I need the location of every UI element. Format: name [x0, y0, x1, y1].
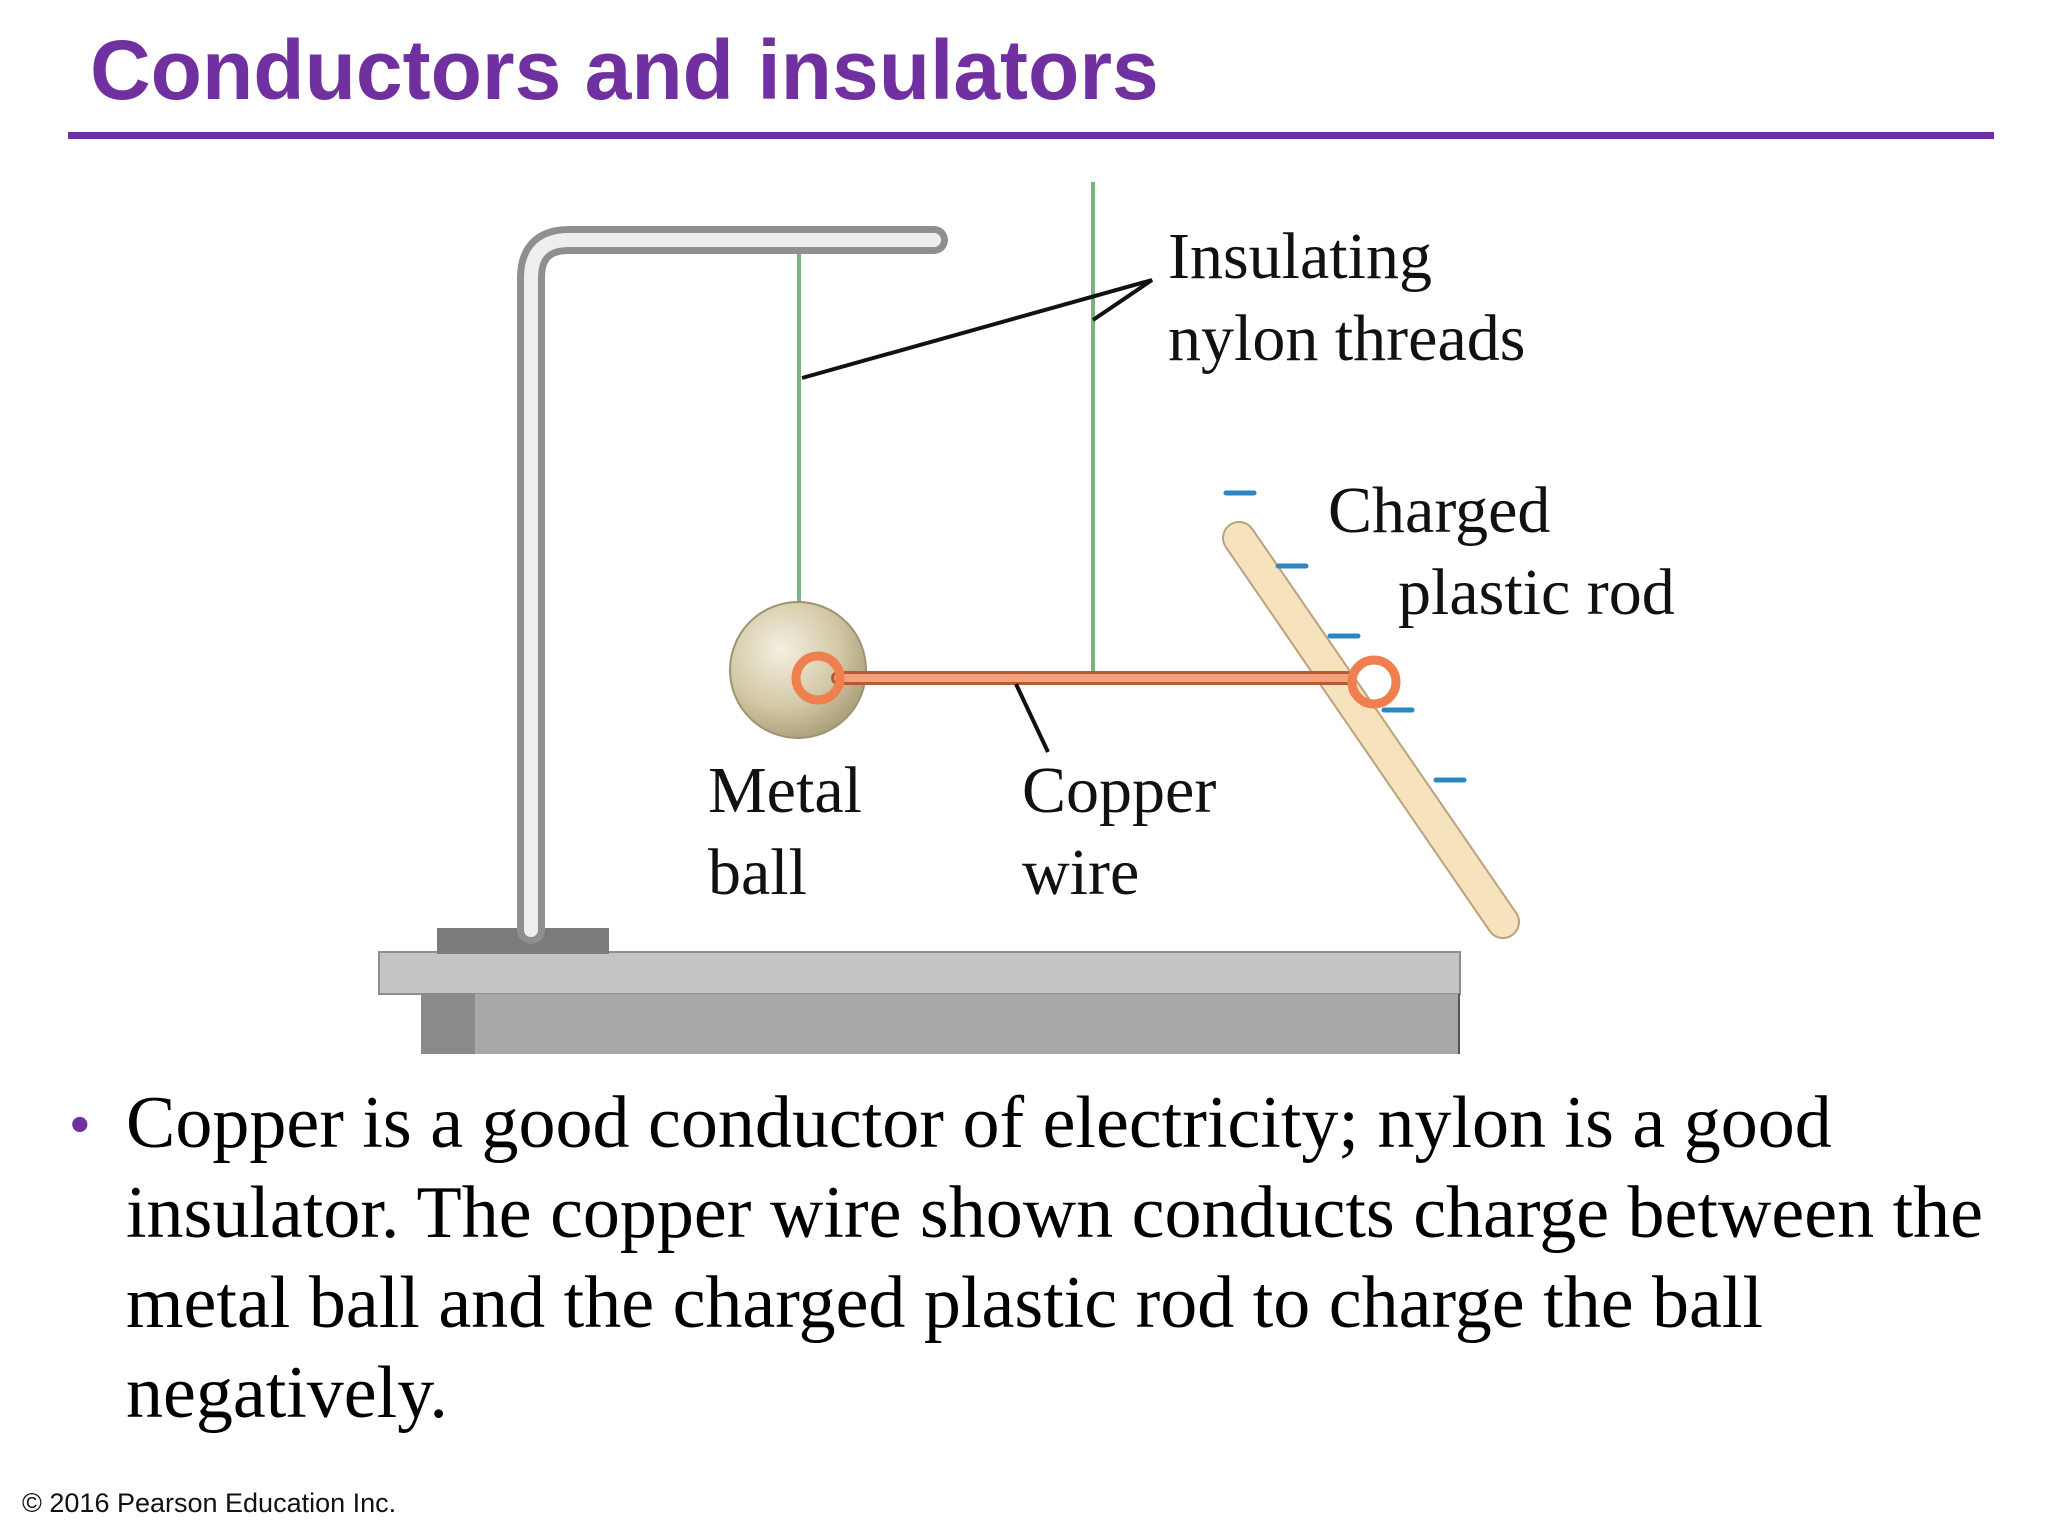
bullet-text: Copper is a good conductor of electricit… [126, 1082, 1983, 1434]
copyright-notice: © 2016 Pearson Education Inc. [22, 1488, 397, 1518]
title-divider [68, 132, 1994, 139]
table-leg-shadow [421, 994, 475, 1054]
copper-wire [791, 651, 1401, 709]
rod-body [1222, 520, 1520, 940]
stand-pole-highlight [524, 233, 941, 937]
label-wire: wire [1022, 836, 1139, 909]
copper-leader-line [1014, 683, 1050, 753]
label-ball: ball [708, 836, 807, 909]
copper-loop-ball [791, 651, 845, 705]
thread-leader-line [801, 278, 1154, 380]
table [378, 951, 1461, 1054]
label-nylon-threads: nylon threads [1168, 302, 1525, 375]
copper-loop-rod [1347, 655, 1401, 709]
slide-title: Conductors and insulators [90, 23, 1159, 117]
support-stand [437, 226, 948, 954]
table-front [421, 994, 1460, 1054]
plastic-rod [1222, 520, 1520, 940]
label-copper: Copper [1022, 754, 1216, 827]
bullet-marker: • [70, 1092, 90, 1155]
conductor-insulator-diagram: Insulating nylon threads Charged plastic… [378, 182, 1675, 1054]
rod-charges [1223, 490, 1467, 783]
label-charged: Charged [1328, 474, 1550, 547]
label-insulating: Insulating [1168, 220, 1432, 293]
label-plastic-rod: plastic rod [1398, 556, 1675, 629]
label-metal: Metal [708, 754, 862, 827]
table-top [378, 951, 1461, 995]
